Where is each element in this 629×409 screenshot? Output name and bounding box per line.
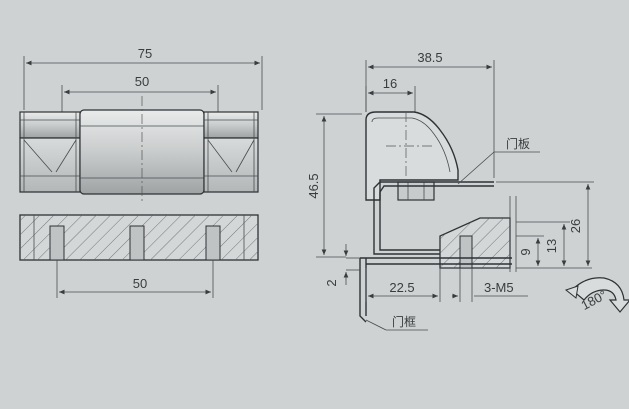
- thread-callout: 3-M5: [452, 268, 528, 302]
- side-view: 38.5 16 46.5: [306, 50, 629, 331]
- dimension-46-5: 46.5: [306, 113, 362, 258]
- dim-46-5-label: 46.5: [306, 173, 321, 198]
- dim-50-lower-label: 50: [133, 276, 147, 291]
- front-view: 75 50: [19, 46, 263, 298]
- dimension-26: 26: [496, 181, 594, 266]
- left-knuckle: [19, 111, 81, 193]
- dim-13-label: 13: [544, 239, 559, 253]
- base-section: [19, 214, 259, 261]
- dim-9-label: 9: [518, 248, 533, 255]
- door-frame-callout: 门框: [365, 314, 428, 331]
- dimension-38-5: 38.5: [365, 50, 495, 178]
- door-frame-label: 门框: [392, 314, 416, 329]
- dimension-9: 9: [516, 235, 592, 269]
- dim-38-5-label: 38.5: [417, 50, 442, 65]
- dimension-75: 75: [23, 46, 263, 110]
- dim-75-label: 75: [138, 46, 152, 61]
- rotation-arrow-icon: 180°: [564, 277, 629, 313]
- dim-16-label: 16: [383, 76, 397, 91]
- nut: [397, 181, 435, 201]
- right-knuckle: [203, 111, 259, 193]
- door-panel-callout: 门板: [457, 136, 540, 185]
- door-panel-sheet: [373, 181, 496, 255]
- dimension-50-lower: 50: [56, 260, 214, 298]
- door-panel-label: 门板: [506, 136, 530, 151]
- mounting-block: [439, 196, 517, 272]
- dimension-22-5: 22.5: [365, 268, 441, 302]
- hinge-knuckle-profile: [365, 111, 459, 201]
- dim-50-upper-label: 50: [135, 74, 149, 89]
- dimension-50-upper: 50: [61, 74, 219, 120]
- thread-label: 3-M5: [484, 280, 514, 295]
- dimension-16: 16: [365, 76, 416, 120]
- dimension-13: 13: [516, 221, 570, 266]
- dim-2-label: 2: [324, 279, 339, 286]
- dim-22-5-label: 22.5: [389, 280, 414, 295]
- dimension-2: 2: [324, 244, 349, 287]
- dim-26-label: 26: [568, 219, 583, 233]
